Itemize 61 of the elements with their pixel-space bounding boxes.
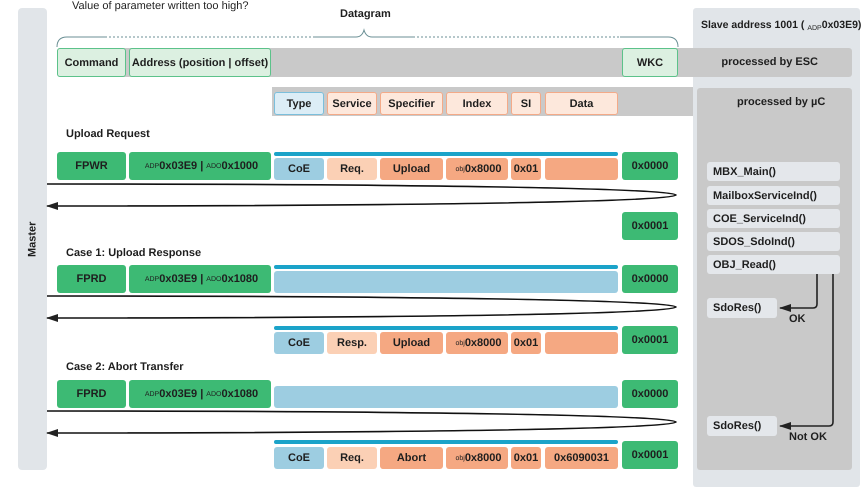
field-cell: Data [545, 92, 618, 115]
field-cell: Upload [380, 158, 443, 180]
field-cell: Specifier [380, 92, 443, 115]
field-cell: CoE [274, 332, 324, 354]
arrow [779, 274, 818, 312]
title: Value of parameter written too high? [72, 0, 249, 12]
field-cell: WKC [622, 48, 678, 77]
field-cell [545, 158, 618, 180]
loop-arrow [46, 410, 677, 437]
field-cell: Resp. [327, 332, 377, 354]
field-cell: CoE [274, 158, 324, 180]
edge-label: OK [789, 313, 806, 325]
bracket-label: Datagram [340, 8, 391, 20]
field-cell: 0x0001 [622, 326, 678, 354]
field-cell [274, 386, 618, 408]
field-cell: Upload [380, 332, 443, 354]
processing-band [697, 88, 852, 470]
field-cell: Type [274, 92, 324, 115]
field-cell: 0x0000 [622, 380, 678, 408]
function-box: COE_ServiceInd() [707, 209, 840, 228]
field-cell: Command [57, 48, 126, 77]
field-cell: 0x01 [511, 332, 541, 354]
field-cell: FPWR [57, 152, 126, 180]
function-box: SdoRes() [707, 416, 777, 436]
field-cell: FPRD [57, 265, 126, 293]
field-cell [274, 271, 618, 293]
panel-title: Slave address 1001 ($_{ADP}$0x03E9) [701, 19, 862, 32]
arrow [779, 274, 834, 430]
loop-arrow [46, 295, 677, 322]
function-box: OBJ_Read() [707, 255, 840, 274]
field-cell: Abort [380, 447, 443, 469]
field-cell: Req. [327, 158, 377, 180]
field-cell: SI [511, 92, 541, 115]
processing-band [57, 48, 852, 77]
field-cell [545, 332, 618, 354]
band-label: processed by µC [737, 96, 826, 108]
field-cell: FPRD [57, 380, 126, 408]
function-box: SDOS_SdoInd() [707, 232, 840, 251]
field-cell: Req. [327, 447, 377, 469]
field-cell: Address (position | offset) [129, 48, 271, 77]
field-cell: 0x0000 [622, 265, 678, 293]
section-heading: Case 1: Upload Response [66, 247, 202, 259]
field-cell: CoE [274, 447, 324, 469]
slave-panel [693, 8, 860, 487]
band-label: processed by ESC [721, 56, 818, 68]
field-cell: 0x6090031 [545, 447, 618, 469]
section-heading: Case 2: Abort Transfer [66, 361, 184, 373]
field-cell: Index [446, 92, 508, 115]
field-cell: 0x0000 [622, 152, 678, 180]
field-cell: 0x0001 [622, 212, 678, 240]
lane-band: Master [18, 8, 47, 470]
loop-arrow [46, 183, 677, 210]
function-box: MailboxServiceInd() [707, 186, 840, 205]
field-cell: 0x01 [511, 447, 541, 469]
function-box: MBX_Main() [707, 162, 840, 181]
function-box: SdoRes() [707, 298, 777, 318]
field-cell: 0x01 [511, 158, 541, 180]
edge-label: Not OK [789, 431, 827, 443]
field-cell: 0x0001 [622, 441, 678, 469]
field-cell: Service [327, 92, 377, 115]
section-heading: Upload Request [66, 128, 150, 140]
